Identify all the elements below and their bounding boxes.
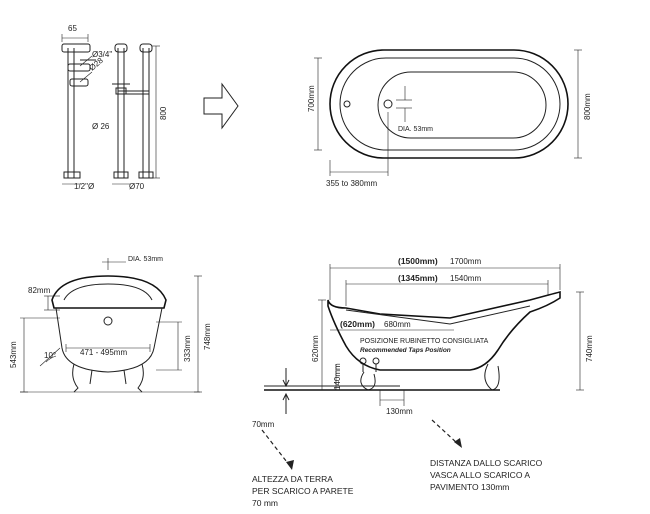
arrow-right-icon <box>203 82 239 130</box>
dim-dia70-label: Ø70 <box>129 182 145 191</box>
dim-dia34-label: Ø3/4" <box>92 50 112 59</box>
dim-620mm-height-label: 620mm <box>311 335 320 362</box>
dim-dia26-label: Ø 26 <box>92 122 110 131</box>
dim-740-label: 740mm <box>585 335 594 362</box>
end-drain-label: DIA. 53mm <box>128 256 163 263</box>
wall-caption-line1: ALTEZZA DA TERRA <box>252 474 333 484</box>
dim-130-label: 130mm <box>386 407 413 416</box>
dim-65-label: 65 <box>68 24 77 33</box>
dim-basewidth-label: 471 - 495mm <box>80 348 127 357</box>
dim-620-label: (620mm) <box>340 319 375 329</box>
dim-748-label: 748mm <box>203 323 212 350</box>
dim-1345-label: (1345mm) <box>398 273 438 283</box>
faucet-standpipe-view: 65 Ø3/4" Ø28 Ø 26 800 1/2"Ø Ø70 <box>61 24 168 191</box>
dim-1500-label: (1500mm) <box>398 256 438 266</box>
wall-caption-line2: PER SCARICO A PARETE <box>252 486 354 496</box>
dim-82-label: 82mm <box>28 286 51 295</box>
dim-angle-label: 10° <box>44 351 56 360</box>
dim-700-label: 700mm <box>307 85 316 112</box>
dim-pipe-label: 1/2"Ø <box>74 182 94 191</box>
dim-800-label: 800 <box>159 106 168 120</box>
plan-drain-label: DIA. 53mm <box>398 126 433 133</box>
floor-caption-line2: VASCA ALLO SCARICO A <box>430 470 530 480</box>
tap-note-english: Recommended Taps Position <box>360 347 451 354</box>
dim-543-label: 543mm <box>9 341 18 368</box>
side-view: (1500mm) 1700mm (1345mm) 1540mm (620mm) … <box>252 256 594 508</box>
plan-view: 700mm 800mm DIA. 53mm 355 to 380mm <box>307 49 592 188</box>
dim-140-label: 140mm <box>333 363 342 390</box>
floor-caption-line3: PAVIMENTO 130mm <box>430 482 509 492</box>
dim-1540-label: 1540mm <box>450 274 481 283</box>
dim-1700-label: 1700mm <box>450 257 481 266</box>
floor-caption-line1: DISTANZA DALLO SCARICO <box>430 458 543 468</box>
tap-note-italian: POSIZIONE RUBINETTO CONSIGLIATA <box>360 338 489 345</box>
dim-680-label: 680mm <box>384 320 411 329</box>
end-view: DIA. 53mm 82mm 543mm 748mm 333mm 471 - 4… <box>9 256 212 393</box>
plan-offset-label: 355 to 380mm <box>326 179 377 188</box>
dim-333-label: 333mm <box>183 335 192 362</box>
dim-800mm-label: 800mm <box>583 93 592 120</box>
wall-caption-line3: 70 mm <box>252 498 278 508</box>
dim-70-label: 70mm <box>252 420 275 429</box>
